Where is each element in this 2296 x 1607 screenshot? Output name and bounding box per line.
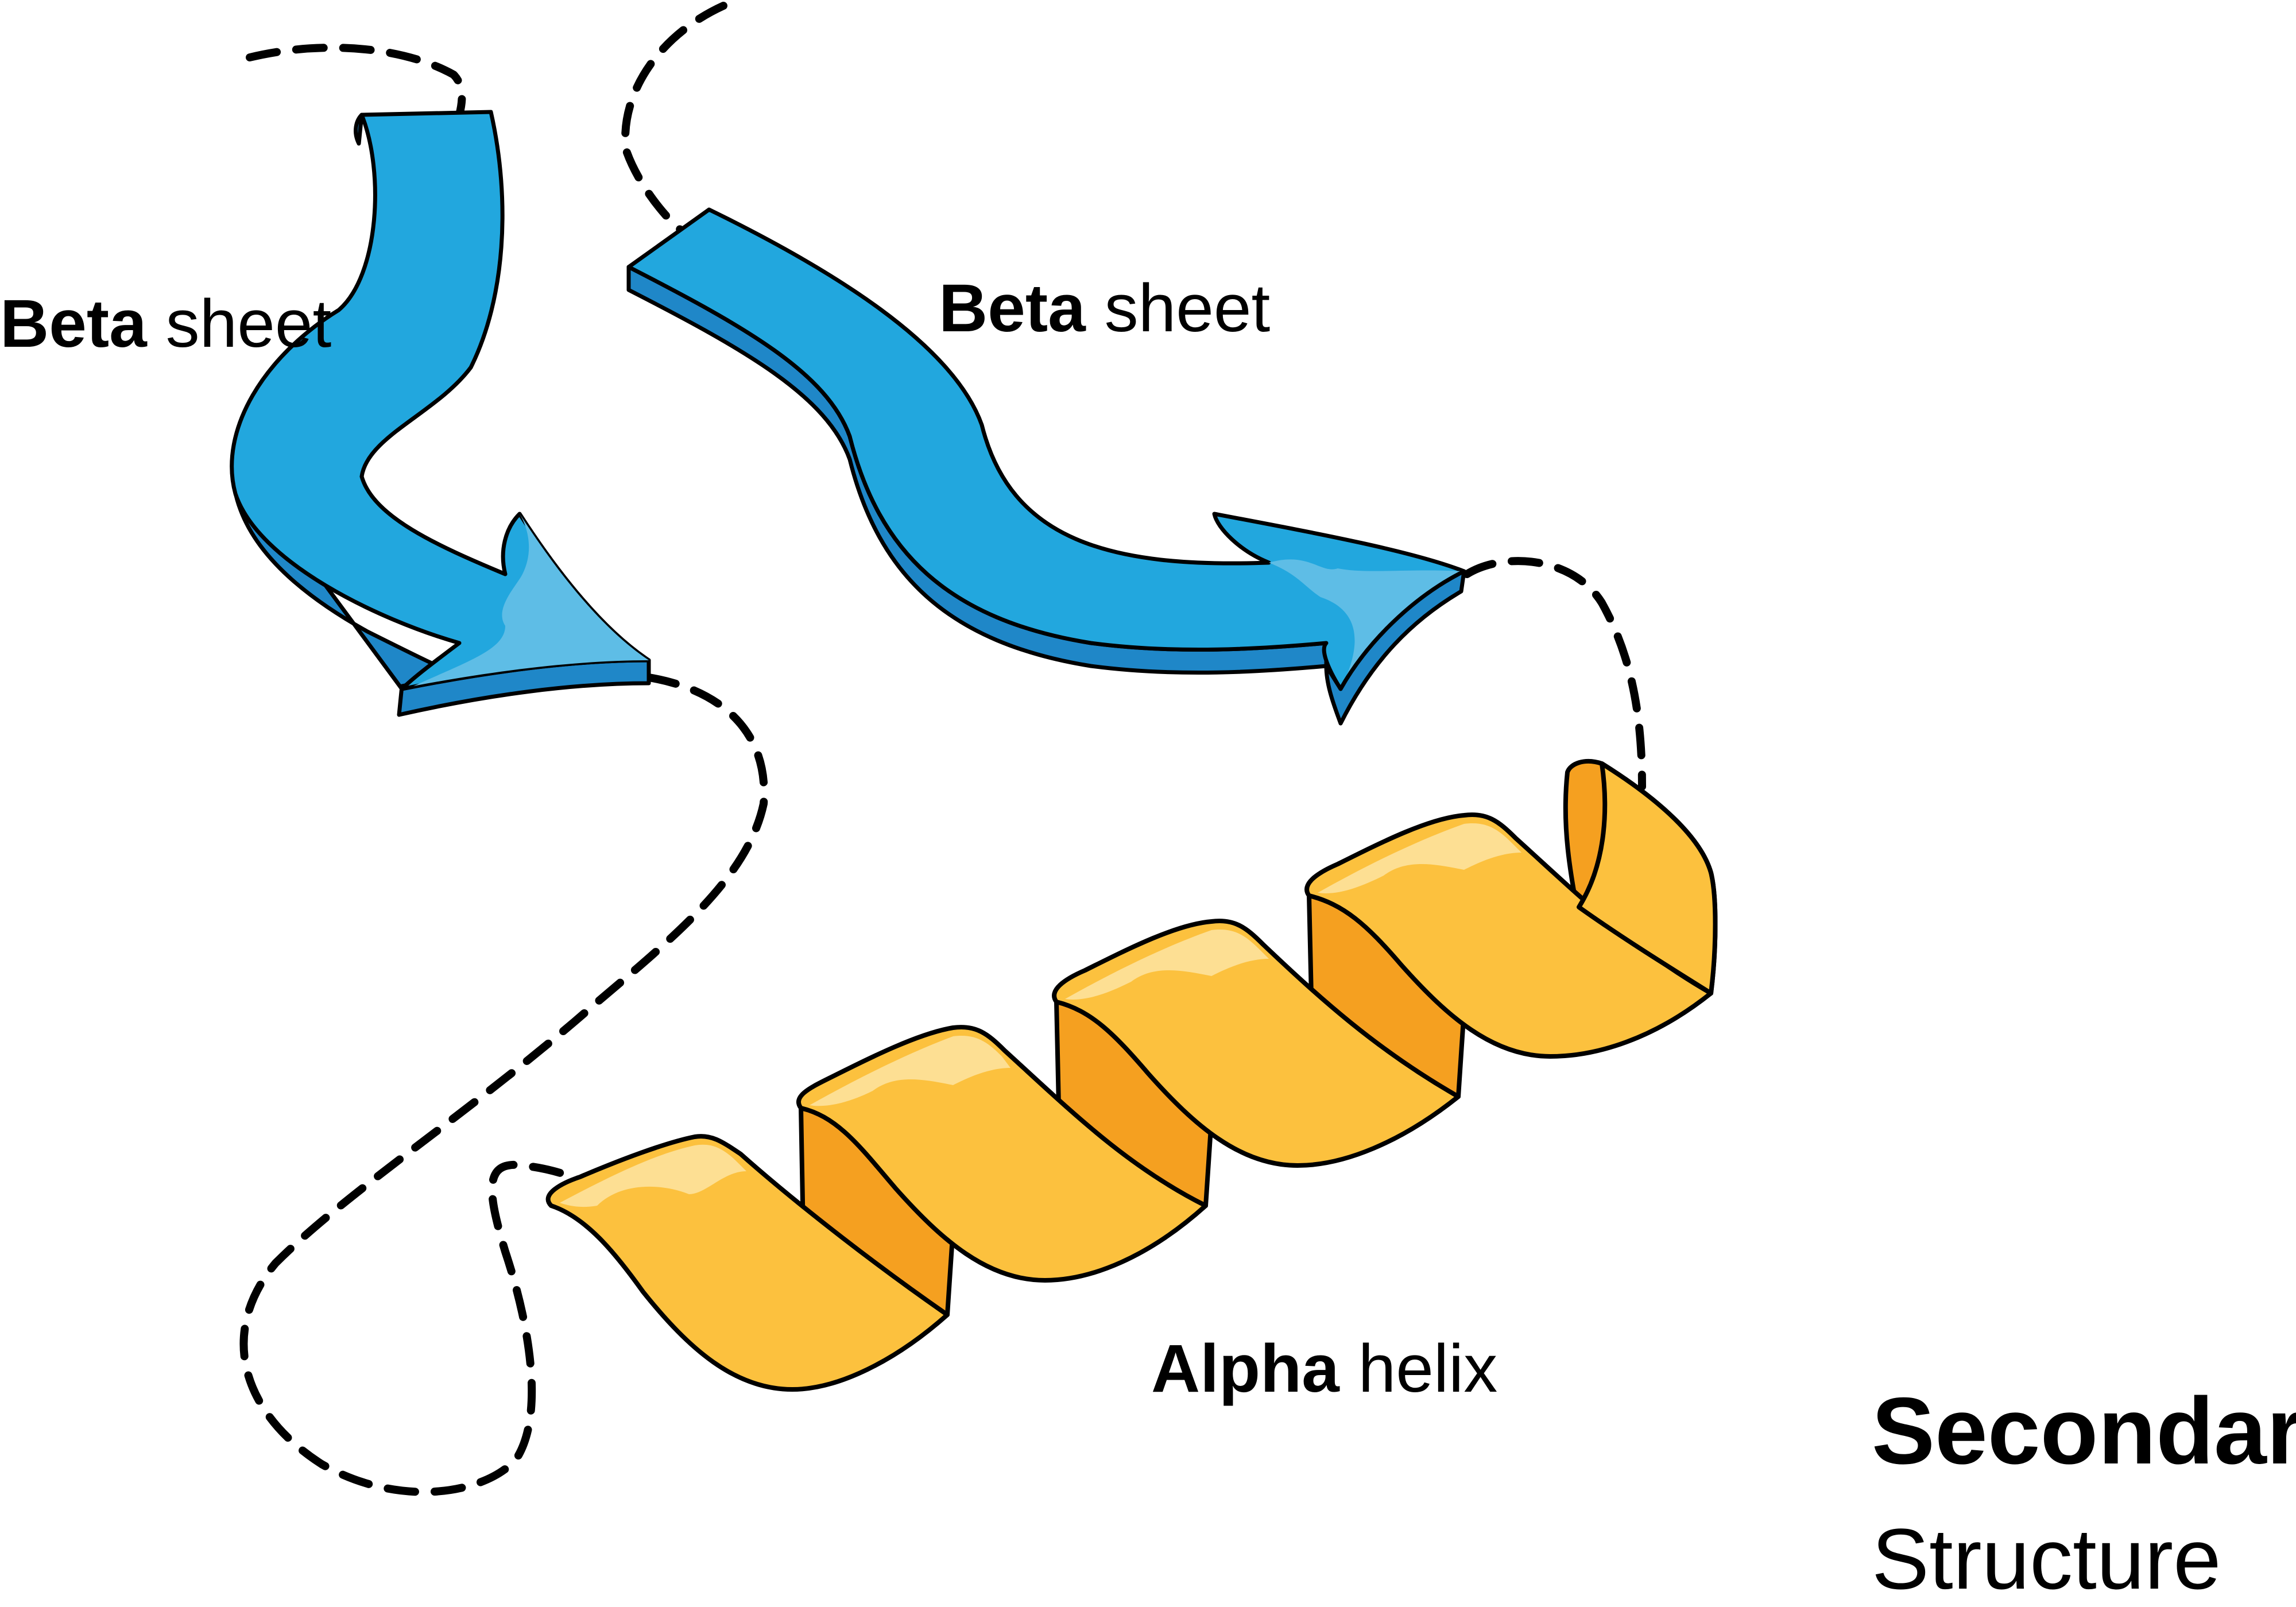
beta-sheet-arrow-2 — [626, 207, 1466, 726]
title-line-1: Secondary — [1872, 1378, 2296, 1484]
beta-sheet-label-1: Beta sheet — [0, 290, 331, 358]
coil-left-loop — [239, 673, 768, 1496]
beta-sheet-label-2: Beta sheet — [939, 274, 1270, 342]
beta-label-bold: Beta — [939, 270, 1086, 346]
beta-sheet-arrow-1 — [230, 110, 651, 717]
alpha-label-regular: helix — [1358, 1331, 1498, 1407]
coil-right — [1463, 557, 1646, 791]
alpha-label-bold: Alpha — [1151, 1331, 1339, 1407]
coil-top-middle — [621, 2, 727, 234]
beta-label-bold: Beta — [0, 286, 147, 362]
title-line-2: Structure — [1872, 1511, 2221, 1607]
alpha-helix-label: Alpha helix — [1151, 1335, 1497, 1403]
alpha-helix — [545, 759, 1718, 1392]
coil-top-left — [246, 44, 466, 119]
beta-label-regular: sheet — [165, 286, 332, 362]
beta-label-regular: sheet — [1104, 270, 1271, 346]
